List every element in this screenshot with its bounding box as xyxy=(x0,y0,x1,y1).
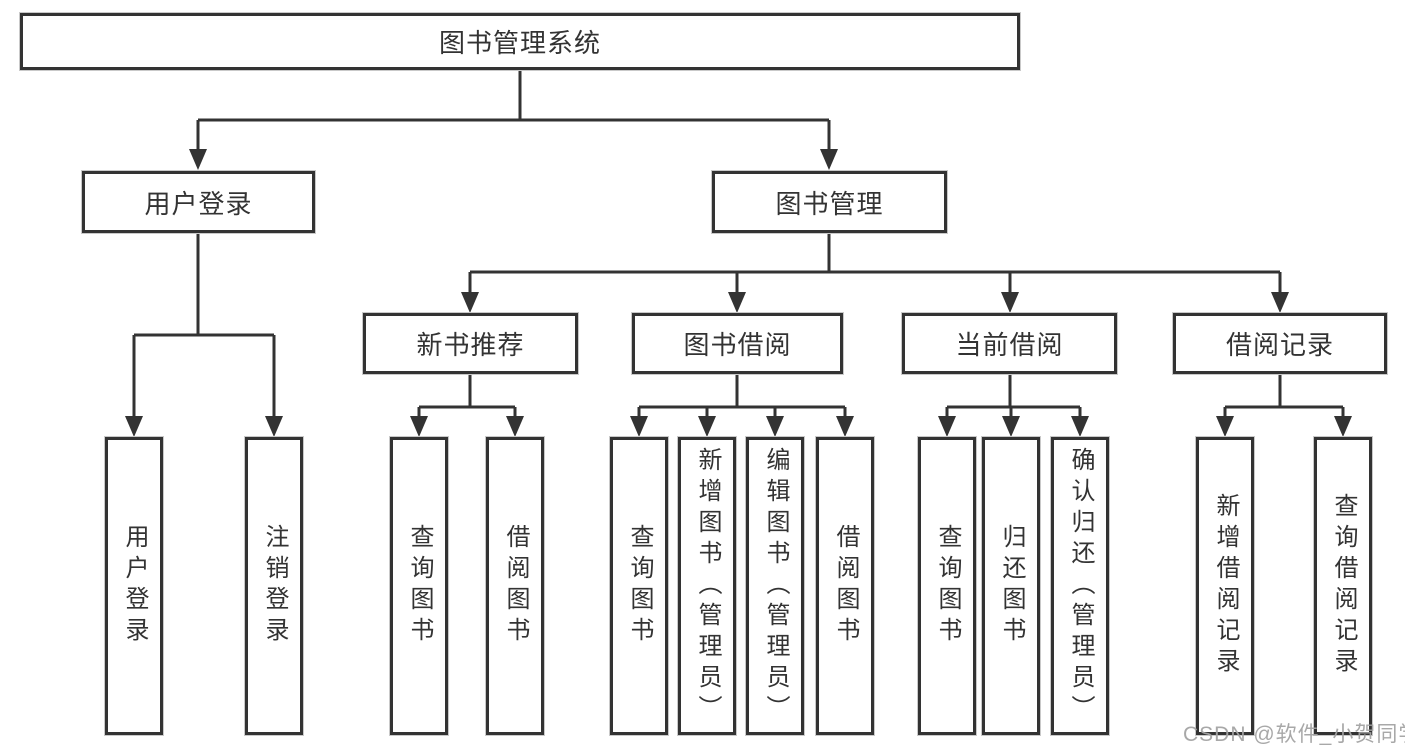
arrowheads-records-leaves xyxy=(1216,416,1352,437)
node-user-login: 用户登录 xyxy=(81,170,316,234)
leaf-borrowing-borrow-label: 借阅图书 xyxy=(832,524,859,648)
leaf-records-query: 查询借阅记录 xyxy=(1313,436,1373,736)
leaf-records-add: 新增借阅记录 xyxy=(1195,436,1255,736)
leaf-current-confirm-return-admin: 确认归还（管理员） xyxy=(1050,436,1110,736)
leaf-borrowing-edit-admin-label: 编辑图书（管理员） xyxy=(762,446,789,726)
leaf-borrowing-query-label: 查询图书 xyxy=(626,524,653,648)
connector-newbooks-to-leaves xyxy=(417,374,517,418)
leaf-logout-label: 注销登录 xyxy=(261,524,288,648)
leaf-borrowing-edit-admin: 编辑图书（管理员） xyxy=(745,436,805,736)
leaf-borrowing-query: 查询图书 xyxy=(609,436,669,736)
connector-borrowing-to-leaves xyxy=(637,374,847,418)
node-current-borrowing: 当前借阅 xyxy=(901,312,1118,375)
leaf-borrowing-borrow: 借阅图书 xyxy=(815,436,875,736)
leaf-current-return: 归还图书 xyxy=(981,436,1041,736)
arrowheads-current-leaves xyxy=(938,416,1089,437)
connector-root-to-level2 xyxy=(196,70,831,152)
leaf-current-confirm-return-admin-label: 确认归还（管理员） xyxy=(1067,446,1094,726)
arrowheads-userlogin-leaves xyxy=(125,416,283,437)
leaf-user-login-label: 用户登录 xyxy=(121,524,148,648)
arrowheads-level3 xyxy=(461,292,1289,313)
arrowheads-borrowing-leaves xyxy=(630,416,854,437)
leaf-newbooks-query-label: 查询图书 xyxy=(406,524,433,648)
csdn-watermark: CSDN @软件_小贺同学 xyxy=(1183,723,1405,746)
connector-userlogin-to-leaves xyxy=(132,233,276,418)
leaf-user-login: 用户登录 xyxy=(104,436,164,736)
leaf-newbooks-query: 查询图书 xyxy=(389,436,449,736)
node-root-system: 图书管理系统 xyxy=(19,12,1021,71)
leaf-current-query-label: 查询图书 xyxy=(934,524,961,648)
node-new-book-recommend: 新书推荐 xyxy=(362,312,579,375)
node-borrowing-records: 借阅记录 xyxy=(1172,312,1388,375)
leaf-newbooks-borrow-label: 借阅图书 xyxy=(502,524,529,648)
connector-bookmgmt-to-level3 xyxy=(468,233,1282,293)
node-book-management: 图书管理 xyxy=(711,170,948,234)
leaf-current-return-label: 归还图书 xyxy=(998,524,1025,648)
leaf-logout: 注销登录 xyxy=(244,436,304,736)
leaf-borrowing-add-admin: 新增图书（管理员） xyxy=(677,436,737,736)
leaf-borrowing-add-admin-label: 新增图书（管理员） xyxy=(694,446,721,726)
leaf-records-query-label: 查询借阅记录 xyxy=(1330,493,1357,679)
arrowheads-level2 xyxy=(189,149,838,170)
node-book-borrowing: 图书借阅 xyxy=(631,312,844,375)
connector-current-to-leaves xyxy=(945,374,1082,418)
leaf-newbooks-borrow: 借阅图书 xyxy=(485,436,545,736)
leaf-current-query: 查询图书 xyxy=(917,436,977,736)
arrowheads-newbooks-leaves xyxy=(410,416,524,437)
leaf-records-add-label: 新增借阅记录 xyxy=(1212,493,1239,679)
connector-records-to-leaves xyxy=(1223,374,1345,418)
